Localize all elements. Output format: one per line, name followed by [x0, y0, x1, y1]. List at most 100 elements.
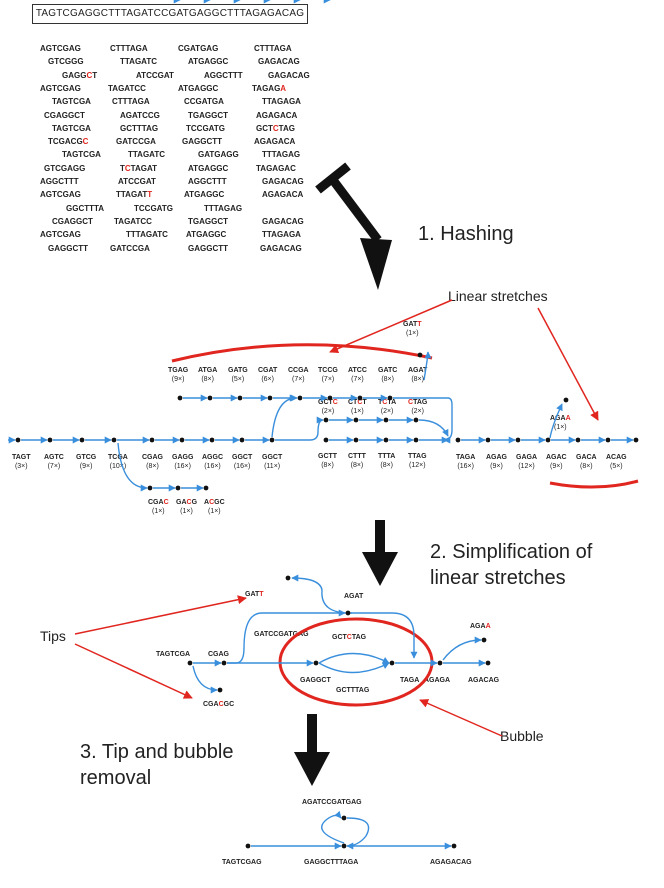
node-main-mid-1: [179, 437, 185, 443]
node-g2-agat: [345, 610, 351, 616]
read-13-1: TAGATCC: [114, 216, 152, 226]
read-3-1: TAGATCC: [108, 83, 146, 93]
kmer-main-right-3: AGAC(9×): [546, 454, 567, 470]
node-bubble-top-0: [323, 417, 329, 423]
linear-arrow-1: [329, 299, 453, 353]
kmer-bubble-bot-1: CTTT(8×): [348, 453, 366, 469]
kmer-main-right-4: GACA(8×): [576, 454, 597, 470]
seq-tagtcga: TAGTCGA: [156, 651, 191, 658]
reference-sequence: TAGTCGAGGCTTTAGATCCGATGAGGCTTTAGAGACAG: [32, 4, 308, 24]
kmer-top-5: TCCG(7×): [318, 367, 338, 383]
read-error-base: C: [124, 163, 131, 173]
seq-agacag: AGACAG: [468, 677, 500, 684]
linear-stretch-curve-right: [549, 479, 639, 489]
read-2-1: ATCCGAT: [136, 70, 174, 80]
read-4-3: TTAGAGA: [262, 97, 301, 107]
node-agaa: [563, 397, 569, 403]
linear-stretches-annotation: Linear stretches: [448, 288, 548, 304]
node-top-7: [387, 395, 393, 401]
edge-g2-bubble-bot: [318, 662, 390, 674]
node-main-right-4: [575, 437, 581, 443]
read-15-1: GATCCGA: [110, 243, 150, 253]
kmer-top-0: TGAG(9×): [168, 367, 189, 383]
edge-into-top: [271, 394, 297, 438]
kmer-bubble-bot-0: GCTT(8×): [318, 453, 338, 469]
read-11-2: ATGAGGC: [184, 190, 225, 200]
read-3-2: ATGAGGC: [178, 83, 219, 93]
read-7-0: TCGACGC: [48, 137, 89, 147]
kmer-top-6: ATCC(7×): [348, 367, 367, 383]
step-arrow-1-head: [360, 238, 392, 290]
node-bubble-bot-0: [323, 437, 329, 443]
edge-top-from-agat: [393, 397, 453, 444]
node-g2-gatt: [285, 575, 291, 581]
node-top-0: [177, 395, 183, 401]
read-13-2: TGAGGCT: [188, 216, 228, 226]
read-12-2: TTTAGAG: [204, 203, 243, 213]
kmer-tip-2: ACGC(1×): [204, 499, 225, 515]
kmer-main-right-1: AGAG(9×): [486, 454, 507, 470]
read-0-2: CGATGAG: [178, 44, 219, 53]
read-8-2: GATGAGG: [198, 150, 239, 160]
node-main-mid-2: [209, 437, 215, 443]
seq-agat: AGAT: [344, 593, 364, 600]
kmer-top-2: GATG(5×): [228, 367, 248, 383]
read-1-3: GAGACAG: [258, 57, 300, 67]
graph3-edges: [251, 810, 452, 850]
node-main-left-0: [15, 437, 21, 443]
read-10-2: AGGCTTT: [188, 177, 227, 186]
kmer-top-3: CGAT(6×): [258, 367, 278, 383]
node-g2-f: [485, 660, 491, 666]
kmer-main-right-0: TAGA(16×): [456, 454, 476, 470]
seq-g3-right: AGAGACAG: [430, 859, 472, 866]
node-bubble-top-2: [383, 417, 389, 423]
kmer-top-1: ATGA(8×): [198, 367, 218, 383]
read-14-3: TTAGAGA: [262, 230, 301, 240]
read-1-1: TTAGATC: [120, 57, 158, 67]
seq-agaa: AGAA: [470, 623, 491, 630]
node-main-mid-4: [269, 437, 275, 443]
read-1-0: GTCGGG: [48, 57, 84, 67]
read-13-0: CGAGGCT: [52, 216, 93, 226]
linear-arrow-2: [537, 307, 599, 421]
seq-gctctag: GCTCTAG: [332, 634, 367, 641]
read-9-3: TAGAGAC: [256, 163, 296, 173]
edge-g2-loop-back: [351, 612, 418, 659]
read-5-3: AGAGACA: [256, 110, 298, 120]
kmer-main-left-3: TCGA(10×): [108, 454, 128, 470]
read-12-1: TCCGATG: [134, 203, 173, 213]
read-11-3: AGAGACA: [262, 190, 304, 200]
read-6-2: TCCGATG: [186, 123, 225, 133]
kmer-tip-1: GACG(1×): [176, 499, 198, 515]
seq-taga: TAGA: [400, 677, 420, 684]
read-5-2: TGAGGCT: [188, 110, 228, 120]
read-11-1: TTAGATT: [116, 190, 153, 200]
node-top-4: [297, 395, 303, 401]
read-4-0: TAGTCGA: [52, 97, 91, 107]
node-g2-agaa: [481, 637, 487, 643]
step-2-label-line2: linear stretches: [430, 567, 566, 589]
read-3-3: TAGAGA: [252, 83, 287, 93]
tips-arrow-2: [74, 643, 193, 699]
edge-g2-loop: [227, 609, 346, 664]
node-main-right-0: [455, 437, 461, 443]
kmer-main-mid-1: GAGG(16×): [172, 454, 194, 470]
edge-tip-start: [117, 442, 148, 492]
seq-cgag: CGAG: [208, 651, 229, 658]
node-main-right-6: [633, 437, 639, 443]
seq-gatt: GATT: [245, 591, 264, 598]
step-3-label-line2: removal: [80, 767, 152, 789]
node-g2-e: [437, 660, 443, 666]
kmer-bubble-bot-3: TTAG(12×): [408, 453, 427, 469]
kmer-bubble-top-2: TCTA(2×): [378, 399, 397, 415]
edge-g2-bubble-top: [318, 652, 390, 664]
read-6-0: TAGTCGA: [52, 123, 91, 133]
read-14-2: ATGAGGC: [186, 230, 227, 240]
kmer-bubble-top-0: GCTC(2×): [318, 399, 338, 415]
node-g2-d: [389, 660, 395, 666]
read-7-3: AGAGACA: [254, 137, 296, 147]
seq-g3-mid: GAGGCTTTAGA: [304, 859, 359, 866]
read-5-0: CGAGGCT: [44, 110, 85, 120]
node-bubble-top-3: [413, 417, 419, 423]
node-top-2: [237, 395, 243, 401]
